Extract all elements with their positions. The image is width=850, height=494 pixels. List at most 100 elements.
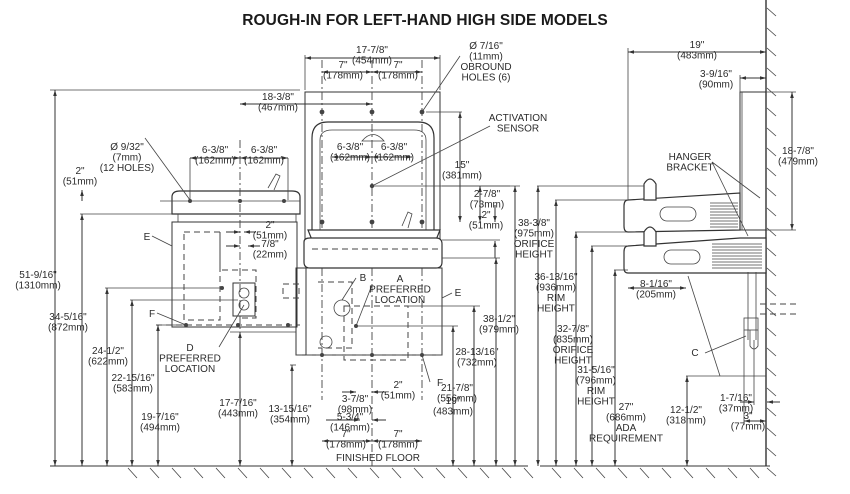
leader-line: [156, 312, 187, 326]
callout-f-center: F: [437, 378, 443, 389]
floor-hatch: [639, 467, 650, 479]
floor-hatch: [193, 467, 204, 479]
wall-hatch: [766, 107, 777, 117]
dim-label-2in-left-b: 2"(51mm): [253, 220, 287, 242]
floor-hatch: [551, 467, 562, 479]
wall-hatch: [766, 427, 777, 437]
wall-hatch: [766, 307, 777, 317]
leader-line: [421, 354, 431, 383]
dim-label-19-side: 19"(483mm): [677, 40, 717, 62]
floor-hatch: [171, 467, 182, 479]
dim-label-28-13-16: 28-13/16"(732mm): [455, 347, 498, 369]
dim-label-6-3-8-left-a: 6-3/8"(162mm): [195, 145, 235, 167]
center-front-view: [282, 60, 443, 466]
floor-hatch: [259, 467, 270, 479]
wall-hatch: [766, 27, 777, 37]
dim-label-17-7-8: 17-7/8"(454mm): [352, 45, 392, 67]
callout-f-left: F: [149, 309, 155, 320]
wall-hatch: [766, 407, 777, 417]
wall-hatch: [766, 247, 777, 257]
wall-hatch: [766, 227, 777, 237]
dim-label-7-bottom-b: 7"(178mm): [378, 429, 418, 451]
left-front-view: [156, 140, 301, 466]
dim-label-34-5-16: 34-5/16"(872mm): [48, 312, 88, 334]
leader-line: [711, 161, 749, 237]
finished-floor-right: [540, 465, 770, 479]
supply-valve: [319, 335, 333, 349]
floor-hatch: [281, 467, 292, 479]
floor-hatch: [573, 467, 584, 479]
electrical-receptacle: [232, 282, 256, 317]
dim-label-5-3-4: 5-3/4"(146mm): [330, 412, 370, 434]
dim-label-1-7-16: 1-7/16"(37mm): [719, 393, 753, 415]
floor-hatch: [595, 467, 606, 479]
finished-floor-label: FINISHED FLOOR: [336, 453, 420, 464]
floor-hatch: [303, 467, 314, 479]
wall-hatch: [766, 167, 777, 177]
wall-hatch: [766, 67, 777, 77]
dim-label-2in-left: 2"(51mm): [63, 166, 97, 188]
dim-label-24-1-2: 24-1/2"(622mm): [88, 346, 128, 368]
floor-hatch: [435, 467, 446, 479]
wall: [765, 0, 777, 477]
dim-label-6-3-8-mid-b: 6-3/8"(162mm): [374, 142, 414, 164]
wall-hatch: [766, 127, 777, 137]
callout-b: B: [360, 273, 367, 284]
dim-label-6-3-8-mid-a: 6-3/8"(162mm): [330, 142, 370, 164]
leader-line: [144, 137, 191, 201]
floor-hatch: [347, 467, 358, 479]
dim-label-3-7-8: 3-7/8"(98mm): [338, 394, 372, 416]
dim-label-51-9-16: 51-9/16"(1310mm): [15, 270, 61, 292]
floor-hatch: [369, 467, 380, 479]
floor-hatch: [479, 467, 490, 479]
wall-hatch: [766, 367, 777, 377]
floor-hatch: [457, 467, 468, 479]
floor-hatch: [523, 467, 534, 479]
dim-label-3-9-16: 3-9/16"(90mm): [699, 69, 733, 91]
leader-line: [704, 335, 747, 354]
dim-label-7-top-b: 7"(178mm): [378, 60, 418, 82]
wall-hatch: [766, 287, 777, 297]
floor-hatch: [661, 467, 672, 479]
floor-hatch: [149, 467, 160, 479]
wall-hatch: [766, 187, 777, 197]
dim-label-38-1-2: 38-1/2"(979mm): [479, 314, 519, 336]
floor-hatch: [501, 467, 512, 479]
dim-label-7-top-a: 7"(178mm): [323, 60, 363, 82]
wall-hatch: [766, 7, 777, 17]
floor-hatch: [413, 467, 424, 479]
dim-label-18-7-8: 18-7/8"(479mm): [778, 146, 818, 168]
floor-hatch: [391, 467, 402, 479]
hanger-bracket: [739, 91, 767, 231]
wall-hatch: [766, 447, 777, 457]
dim-label-6-3-8-left-b: 6-3/8"(162mm): [244, 145, 284, 167]
dim-label-8-1-16: 8-1/16"(205mm): [636, 279, 676, 301]
wall-hatch: [766, 267, 777, 277]
mount-holes-callout: Ø 9/32"(7mm)(12 HOLES): [100, 142, 154, 174]
floor-hatch: [727, 467, 738, 479]
finished-floor-left: [50, 465, 534, 479]
leader-line: [341, 277, 357, 301]
dim-label-19-7-16: 19-7/16"(494mm): [140, 412, 180, 434]
wall-hatch: [766, 347, 777, 357]
leader-line: [371, 125, 491, 187]
dim-label-2in-mid: 2"(51mm): [469, 210, 503, 232]
callout-e-left: E: [144, 232, 151, 243]
dim-label-15: 15"(381mm): [442, 160, 482, 182]
waste-outlet-b: [333, 299, 351, 317]
wall-hatch: [766, 467, 777, 477]
leader-line: [421, 55, 461, 113]
dim-label-13-15-16: 13-15/16"(354mm): [268, 404, 311, 426]
drawing-title: ROUGH-IN FOR LEFT-HAND HIGH SIDE MODELS: [242, 12, 608, 29]
dim-label-22-15-16: 22-15/16"(583mm): [111, 373, 154, 395]
leader-line: [151, 235, 173, 247]
